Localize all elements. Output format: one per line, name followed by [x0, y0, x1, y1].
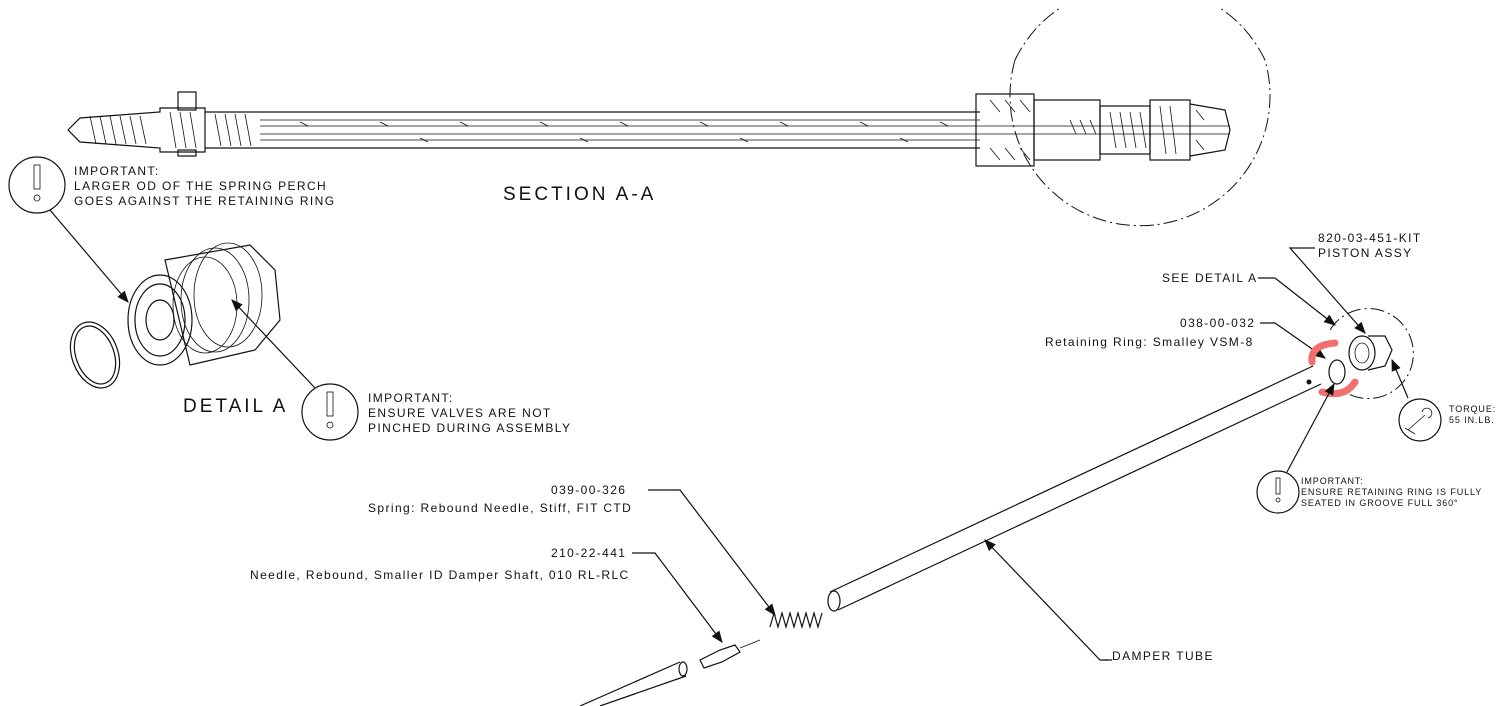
- damper-shaft: [579, 661, 688, 706]
- note-line: ENSURE VALVES ARE NOT: [368, 406, 552, 420]
- torque-note: TORQUE: 55 IN.LB.: [1398, 398, 1496, 442]
- note-valves: IMPORTANT: ENSURE VALVES ARE NOT PINCHED…: [231, 299, 571, 441]
- note-heading: IMPORTANT:: [368, 391, 454, 405]
- torque-value: 55 IN.LB.: [1449, 415, 1495, 425]
- piston-assembly: [1348, 335, 1376, 371]
- important-icon: [301, 383, 359, 441]
- note-line: ENSURE RETAINING RING IS FULLY: [1301, 487, 1482, 497]
- needle-name: Needle, Rebound, Smaller ID Damper Shaft…: [250, 568, 630, 582]
- spring-part-number: 039-00-326: [551, 483, 626, 497]
- piston-name: PISTON ASSY: [1318, 246, 1413, 260]
- note-heading: IMPORTANT:: [1301, 476, 1364, 486]
- note-line: GOES AGAINST THE RETAINING RING: [74, 194, 335, 208]
- detail-a-view: DETAIL A: [69, 242, 288, 417]
- needle-part-number: 210-22-441: [551, 546, 626, 560]
- ring-name: Retaining Ring: Smalley VSM-8: [1045, 335, 1254, 349]
- spring-name: Spring: Rebound Needle, Stiff, FIT CTD: [368, 501, 632, 515]
- rebound-spring: 039-00-326 Spring: Rebound Needle, Stiff…: [368, 483, 823, 630]
- important-icon: [1256, 470, 1300, 514]
- note-heading: IMPORTANT:: [74, 164, 160, 178]
- retaining-ring: [1328, 359, 1346, 385]
- note-line: SEATED IN GROOVE FULL 360°: [1301, 498, 1459, 508]
- torque-label: TORQUE:: [1449, 404, 1496, 414]
- detail-title: DETAIL A: [183, 396, 288, 417]
- ring-part-number: 038-00-032: [1180, 316, 1255, 330]
- rebound-needle: 210-22-441 Needle, Rebound, Smaller ID D…: [250, 546, 761, 669]
- note-spring-perch: IMPORTANT: LARGER OD OF THE SPRING PERCH…: [8, 156, 335, 303]
- highlight-mark: [1308, 339, 1339, 366]
- section-a-a-view: SECTION A-A: [67, 7, 1271, 227]
- important-icon: [8, 156, 66, 214]
- retaining-ring-detail: [69, 321, 121, 389]
- note-retaining-ring: IMPORTANT: ENSURE RETAINING RING IS FULL…: [1256, 382, 1482, 514]
- damper-tube: DAMPER TUBE: [827, 365, 1322, 663]
- see-detail-label: SEE DETAIL A: [1162, 271, 1258, 285]
- damper-tube-label: DAMPER TUBE: [1112, 649, 1214, 663]
- section-title: SECTION A-A: [503, 184, 656, 205]
- note-line: PINCHED DURING ASSEMBLY: [368, 421, 571, 435]
- piston-part-number: 820-03-451-KIT: [1318, 231, 1422, 245]
- piston-callouts: 820-03-451-KIT PISTON ASSY SEE DETAIL A …: [1045, 231, 1422, 399]
- note-line: LARGER OD OF THE SPRING PERCH: [74, 179, 327, 193]
- wrench-icon: [1398, 398, 1442, 442]
